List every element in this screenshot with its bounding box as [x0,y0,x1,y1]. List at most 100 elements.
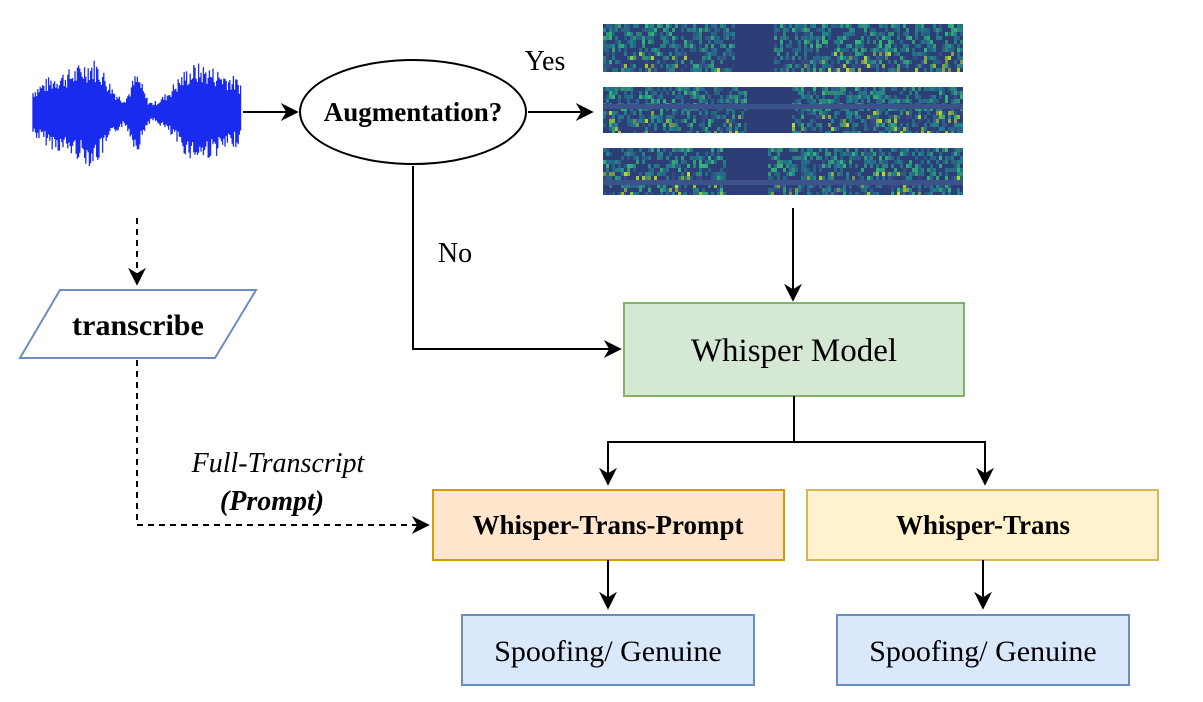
spectrogram-cell [789,56,792,60]
spectrogram-cell [819,68,822,72]
spectrogram-cell [618,48,621,52]
spectrogram-cell [951,156,954,160]
spectrogram-cell [888,131,891,133]
spectrogram-cell [816,48,819,52]
spectrogram-cell [864,127,867,131]
spectrogram-cell [894,160,897,164]
spectrogram-cell [894,95,897,99]
spectrogram-cell [888,172,891,176]
spectrogram-cell [900,188,903,192]
spectrogram-cell [612,168,615,172]
spectrogram-cell [642,152,645,156]
spectrogram-cell [951,44,954,48]
spectrogram-cell [810,48,813,52]
spectrogram-cell [888,156,891,160]
spectrogram-cell [879,184,882,188]
spectrogram-cell [612,56,615,60]
spectrogram-cell [837,91,840,95]
spectrogram-cell [702,156,705,160]
spectrogram-cell [828,36,831,40]
spectrogram-cell [636,36,639,40]
spectrogram-cell [627,168,630,172]
spectrogram-cell [870,160,873,164]
spectrogram-cell [930,152,933,156]
spectrogram-cell [669,115,672,119]
spectrogram-cell [786,28,789,32]
spectrogram-cell [900,115,903,119]
spectrogram-cell [855,52,858,56]
spectrogram-cell [729,68,732,72]
spectrogram-cell [633,164,636,168]
spectrogram-cell [879,148,882,152]
whisper-trans-node: Whisper-Trans [806,489,1159,561]
spectrogram-cell [858,172,861,176]
spectrogram-cell [663,188,666,192]
spectrogram-cell [807,32,810,36]
spectrogram-cell [924,40,927,44]
spectrogram-cell [699,168,702,172]
spectrogram-cell [714,52,717,56]
spectrogram-cell [795,156,798,160]
spectrogram-cell [942,48,945,52]
spectrogram-cell [624,32,627,36]
spectrogram-cell [819,127,822,131]
spectrogram-cell [846,24,849,28]
spectrogram-cell [801,60,804,64]
spectrogram-cell [825,115,828,119]
spectrogram-cell [723,115,726,119]
spectrogram-cell [618,119,621,123]
spectrogram-cell [603,115,606,119]
spectrogram-cell [606,111,609,115]
spectrogram-cell [951,127,954,131]
spectrogram-cell [627,156,630,160]
spectrogram-cell [918,64,921,68]
spectrogram-cell [930,164,933,168]
spectrogram-cell [723,99,726,103]
spectrogram-cell [696,87,699,91]
spectrogram-cell [678,188,681,192]
spectrogram-cell [936,99,939,103]
spectrogram-cell [642,56,645,60]
spectrogram-cell [957,64,960,68]
spectrogram-cell [801,123,804,127]
spectrogram-cell [828,172,831,176]
spectrogram-cell [711,99,714,103]
spectrogram-cell [915,91,918,95]
spectrogram-cell [630,148,633,152]
spectrogram-cell [645,156,648,160]
spectrogram-cell [846,127,849,131]
spectrogram-cell [837,172,840,176]
spectrogram-cell [648,28,651,32]
spectrogram-cell [909,111,912,115]
spectrogram-cell [672,164,675,168]
spectrogram-cell [690,148,693,152]
spectrogram-cell [897,119,900,123]
spectrogram-cell [615,111,618,115]
spectrogram-cell [660,44,663,48]
spectrogram-cell [672,56,675,60]
spectrogram-cell [885,44,888,48]
spectrogram-cell [687,87,690,91]
spectrogram-cell [687,111,690,115]
spectrogram-cell [804,36,807,40]
spectrogram-cell [672,40,675,44]
spectrogram-cell [741,115,744,119]
spectrogram-cell [726,36,729,40]
spectrogram-cell [738,123,741,127]
spectrogram-cell [801,87,804,91]
spectrogram-cell [639,68,642,72]
spectrogram-cell [894,123,897,127]
spectrogram-cell [951,152,954,156]
spectrogram-cell [849,60,852,64]
spectrogram-cell [612,172,615,176]
spectrogram-cell [921,152,924,156]
spectrogram-cell [957,152,960,156]
spectrogram-cell [888,68,891,72]
spectrogram-cell [702,164,705,168]
spectrogram-cell [645,36,648,40]
spectrogram-cell [900,160,903,164]
spectrogram-cell [660,91,663,95]
spectrogram-cell [783,184,786,188]
spectrogram-cell [897,156,900,160]
